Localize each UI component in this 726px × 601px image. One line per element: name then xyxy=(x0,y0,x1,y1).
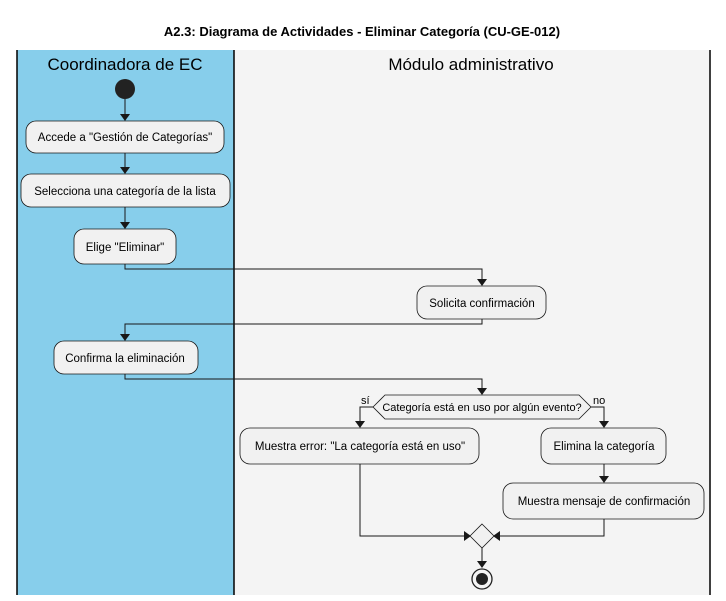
activity-elige-label: Elige "Eliminar" xyxy=(86,242,164,254)
decision-en-uso xyxy=(372,394,592,420)
end-node-inner xyxy=(476,573,488,585)
activity-confirma-label: Confirma la eliminación xyxy=(65,353,185,365)
flow-lines xyxy=(120,99,609,568)
activity-solicita xyxy=(416,285,547,320)
activity-confirma xyxy=(53,340,199,375)
activity-elimina-label: Elimina la categoría xyxy=(554,441,656,453)
activity-mensaje xyxy=(502,482,705,520)
activity-elige xyxy=(73,228,177,265)
activity-selecciona-label: Selecciona una categoría de la lista xyxy=(34,186,216,198)
activity-error-label: Muestra error: "La categoría está en uso… xyxy=(255,441,465,453)
activity-selecciona xyxy=(20,173,231,208)
diagram-title: A2.3: Diagrama de Actividades - Eliminar… xyxy=(164,24,560,39)
decision-no-label: no xyxy=(593,395,605,407)
activity-error xyxy=(239,427,480,465)
lane-title-coordinadora: Coordinadora de EC xyxy=(48,55,203,74)
activity-accede xyxy=(25,120,225,154)
start-node xyxy=(115,79,135,99)
decision-question: Categoría está en uso por algún evento? xyxy=(382,402,581,414)
activity-accede-label: Accede a "Gestión de Categorías" xyxy=(38,132,212,144)
merge-node xyxy=(469,523,495,549)
end-node-outer xyxy=(471,568,493,590)
decision-yes-label: sí xyxy=(361,395,370,407)
activity-elimina xyxy=(540,427,667,465)
activity-solicita-label: Solicita confirmación xyxy=(429,298,534,310)
lane-title-modulo: Módulo administrativo xyxy=(388,55,553,74)
activity-mensaje-label: Muestra mensaje de confirmación xyxy=(518,496,691,508)
